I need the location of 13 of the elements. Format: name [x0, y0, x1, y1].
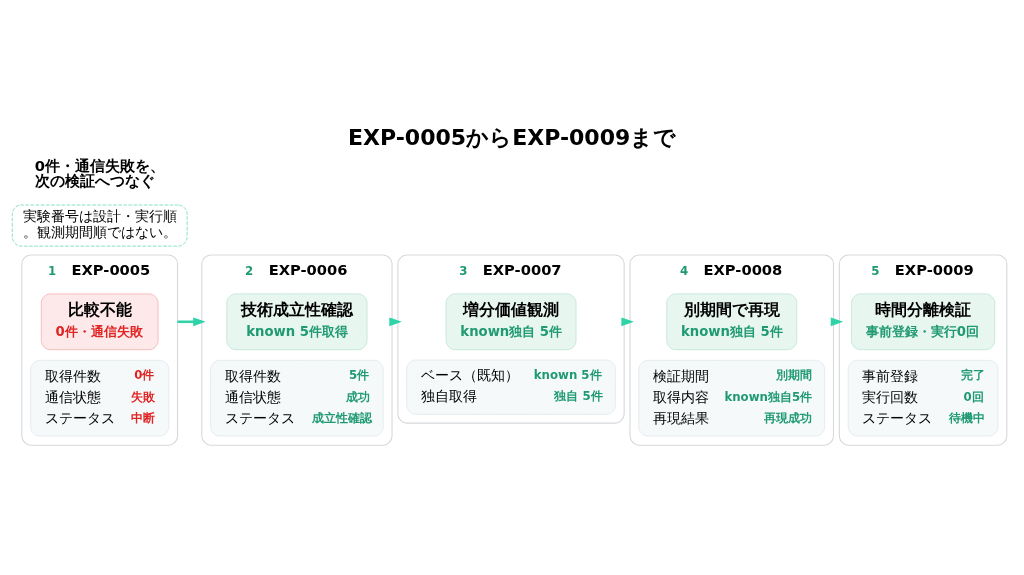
node-box: 検証期間 別期間 取得内容 known独自5件 再現結果 再現成功: [637, 359, 825, 436]
node-box: 時間分離検証 事前登録・実行0回: [850, 293, 995, 350]
label: 0件・通信失敗を、次の検証へつなぐ: [34, 156, 165, 189]
node-box: 増分価値観測 known独自 5件: [445, 293, 576, 350]
diagram-title: EXP-0005からEXP-0009まで: [347, 124, 676, 150]
node-box: 取得件数 5件 通信状態 成功 ステータス 成立性確認: [209, 359, 384, 436]
node-box: 事前登録 完了 実行回数 0回 ステータス 待機中: [847, 359, 998, 436]
node-box: 比較不能 0件・通信失敗: [40, 293, 158, 350]
node-box: 取得件数 0件 通信状態 失敗 ステータス 中断: [29, 359, 169, 436]
node-box: 技術成立性確認 known 5件取得: [225, 293, 367, 350]
node-box: 別期間で再現 known独自 5件: [665, 293, 797, 350]
node-box: 実験番号は設計・実行順。観測期間順ではない。: [11, 204, 187, 246]
node-box: ベース（既知） known 5件 独自取得 独自 5件: [405, 359, 616, 415]
